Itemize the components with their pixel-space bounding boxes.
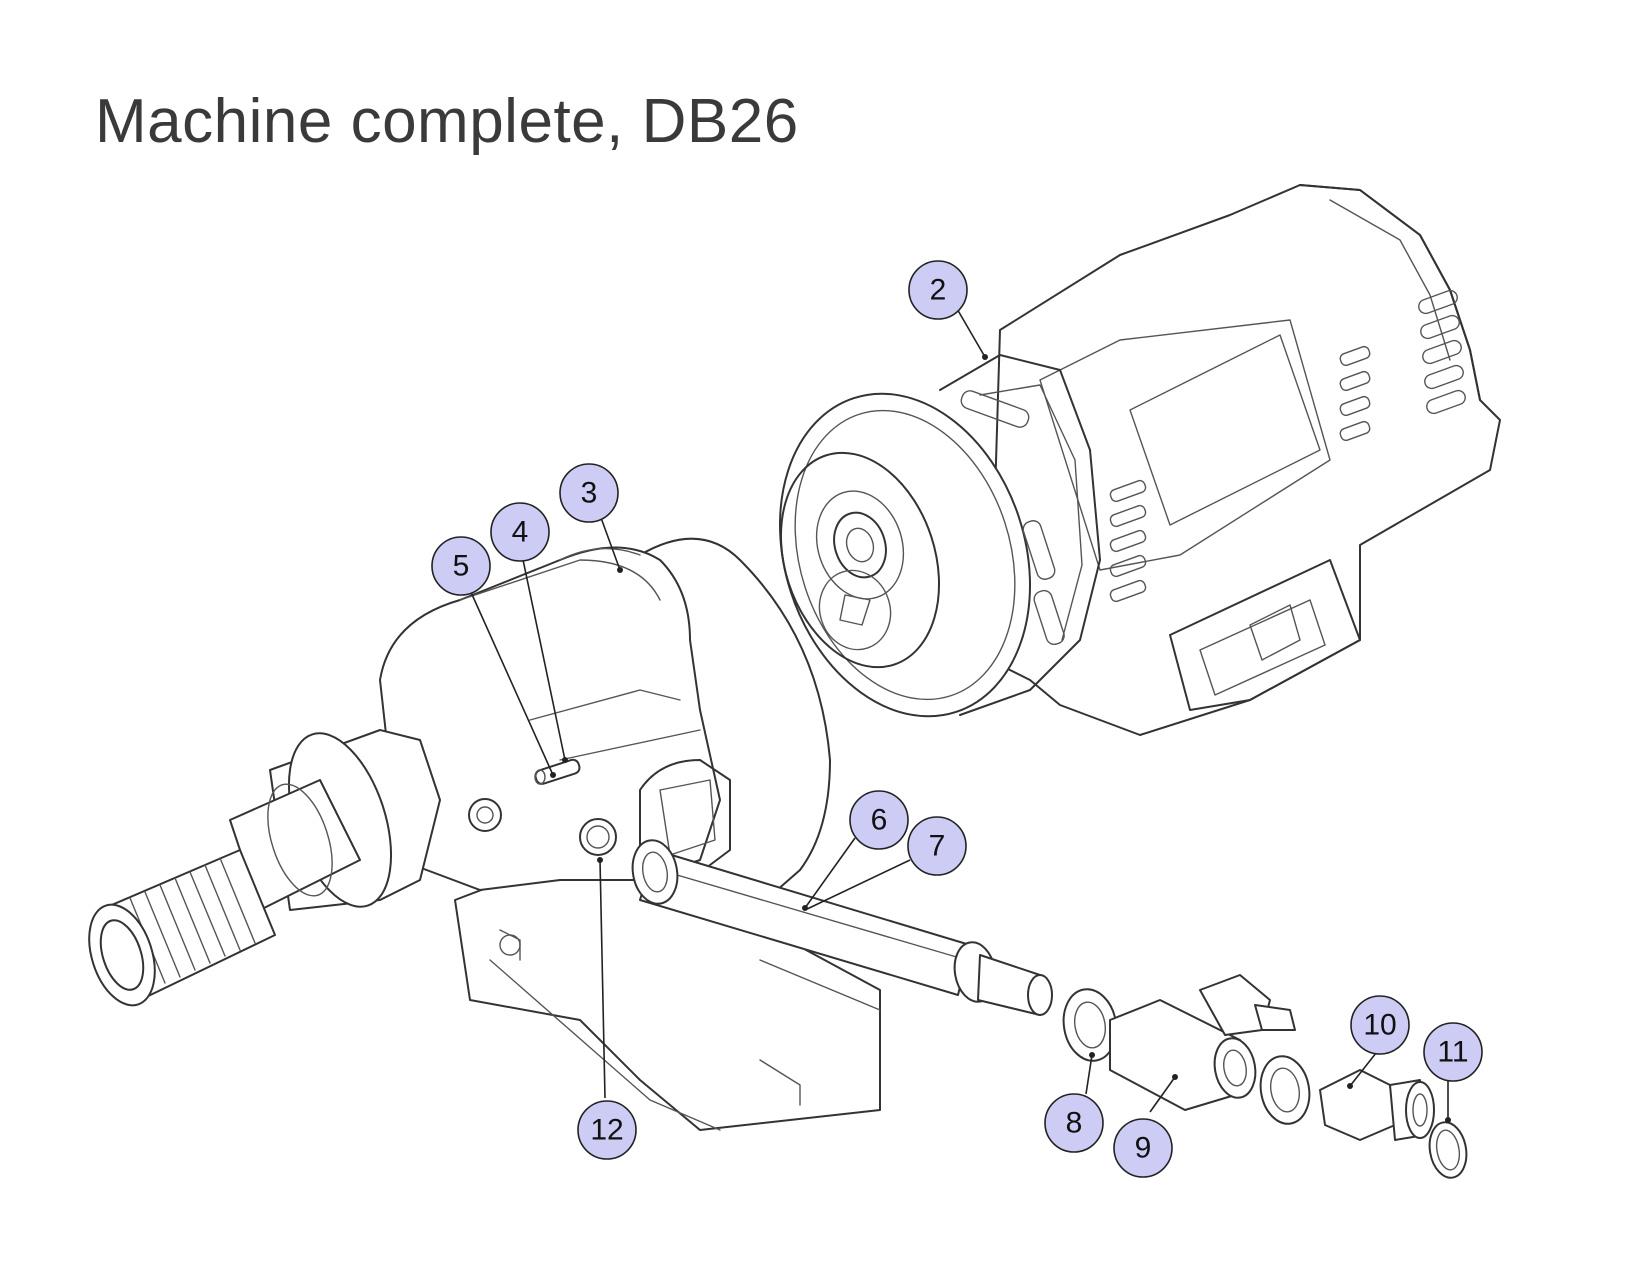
callout-11: 11 <box>1423 1022 1483 1082</box>
callout-label: 9 <box>1135 1132 1152 1165</box>
callout-label: 3 <box>581 477 598 510</box>
diagram-title: Machine complete, DB26 <box>95 87 799 156</box>
callout-4: 4 <box>490 502 550 562</box>
gearbox-head <box>379 537 881 1131</box>
callout-8: 8 <box>1044 1093 1104 1153</box>
spindle-nose <box>88 729 441 1007</box>
callout-label: 6 <box>871 804 888 837</box>
callout-label: 5 <box>453 550 470 583</box>
small-fittings <box>1062 974 1468 1179</box>
callout-label: 11 <box>1437 1036 1468 1069</box>
callout-10: 10 <box>1350 995 1410 1055</box>
callout-label: 8 <box>1066 1107 1083 1140</box>
callout-label: 10 <box>1363 1009 1396 1042</box>
callout-7: 7 <box>907 816 967 876</box>
callout-label: 12 <box>590 1114 623 1147</box>
callout-5: 5 <box>431 536 491 596</box>
callout-label: 2 <box>930 274 947 307</box>
callout-label: 7 <box>929 830 946 863</box>
callout-12: 12 <box>577 1100 637 1160</box>
callout-3: 3 <box>559 463 619 523</box>
callout-2: 2 <box>908 260 968 320</box>
motor-unit <box>779 184 1501 736</box>
callout-6: 6 <box>849 790 909 850</box>
callout-label: 4 <box>512 516 529 549</box>
water-hose <box>631 839 1053 1016</box>
callout-9: 9 <box>1113 1118 1173 1178</box>
